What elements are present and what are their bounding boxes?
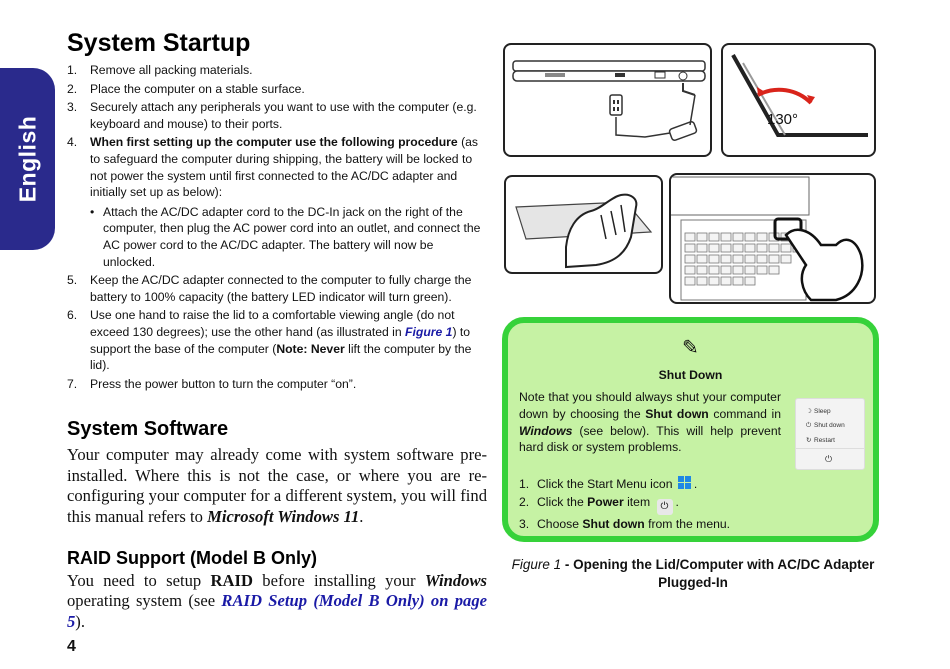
restart-icon: ↻ <box>806 437 812 444</box>
shutdown-option: ⏻Shut down <box>806 422 845 430</box>
shut-down-note: ✎ Shut Down Note that you should always … <box>502 317 879 542</box>
startup-step-2: 2. Place the computer on a stable surfac… <box>67 81 487 98</box>
step-text: Securely attach any peripherals you want… <box>90 100 477 131</box>
paragraph-text: operating system (see <box>67 591 222 611</box>
startup-step-6: 6. Use one hand to raise the lid to a co… <box>67 307 487 373</box>
shutdown-step-1: 1. Click the Start Menu icon . <box>519 475 869 493</box>
pen-icon: ✎ <box>682 337 699 359</box>
language-tab: English <box>0 68 55 250</box>
language-tab-label: English <box>14 115 40 203</box>
laptop-adapter-illustration <box>512 60 706 141</box>
windows-11-text: Microsoft Windows 11 <box>207 507 360 527</box>
step-text: . <box>693 477 698 491</box>
angle-label: 130° <box>767 111 799 128</box>
step-number: 1. <box>67 63 78 77</box>
step-number: 3. <box>67 100 78 115</box>
step-text: (as to safeguard the computer during shi… <box>90 135 479 200</box>
step-text: Choose <box>537 517 583 531</box>
step-text: from the menu. <box>644 517 731 531</box>
startup-step-3: 3. Securely attach any peripherals you w… <box>67 99 487 132</box>
startup-step-4: 4. When first setting up the computer us… <box>67 134 487 270</box>
step-text: Keep the AC/DC adapter connected to the … <box>90 273 472 304</box>
step-number: 4. <box>67 135 78 150</box>
step-number: 1. <box>519 477 530 491</box>
power-icon: ⏻ <box>806 422 812 429</box>
restart-option: ↻Restart <box>806 436 835 444</box>
paragraph-text: Your computer may already come with syst… <box>67 445 487 527</box>
step-text: Press the power button to turn the compu… <box>90 376 357 391</box>
power-menu-screenshot: ☽Sleep ⏻Shut down ↻Restart ⏻ <box>795 398 865 470</box>
hands-lifting-lid-illustration <box>515 193 653 269</box>
shutdown-steps: 1. Click the Start Menu icon . 2. Click … <box>519 475 869 533</box>
step-bold-text: Note: Never <box>276 341 345 356</box>
startup-steps: 1. Remove all packing materials. 2. Plac… <box>67 62 487 392</box>
windows-text: Windows <box>424 570 487 590</box>
laptop-side-adapter-image <box>503 43 712 157</box>
system-software-paragraph: Your computer may already come with syst… <box>67 445 487 527</box>
step-text: Click the Start Menu icon <box>537 477 676 491</box>
step-number: 2. <box>67 81 78 96</box>
step-number: 2. <box>519 495 530 509</box>
note-title: Shut Down <box>658 368 723 382</box>
step-text: Click the <box>537 495 588 509</box>
step-text: ) to support the base of the computer ( <box>90 324 471 356</box>
step-number: 7. <box>67 376 78 391</box>
note-text-part: Note that you should always shut your co… <box>519 390 781 421</box>
adapter-bullet: • Attach the AC/DC adapter cord to the D… <box>90 204 487 270</box>
note-text-part: (see below). This will help prevent hard… <box>519 423 781 455</box>
shutdown-step-3: 3. Choose Shut down from the menu. <box>519 515 869 533</box>
note-text-part: command in <box>708 406 781 421</box>
bullet-dot: • <box>90 204 95 219</box>
keyboard-power-illustration <box>671 176 864 302</box>
step-number: 3. <box>519 517 530 531</box>
figure-1-link[interactable]: Figure 1 <box>405 324 453 339</box>
system-software-heading: System Software <box>67 418 229 441</box>
raid-paragraph: You need to setup RAID before installing… <box>67 571 487 633</box>
windows-bold-italic: Windows <box>519 423 573 438</box>
step-number: 6. <box>67 308 78 323</box>
lid-angle-image: 130° <box>721 43 876 157</box>
step-text: Remove all packing materials. <box>90 63 253 77</box>
step-bold-text: When first setting up the computer use t… <box>90 135 458 150</box>
figure-caption: Figure 1 - Opening the Lid/Computer with… <box>505 556 881 591</box>
caption-text: - Opening the Lid/Computer with AC/DC Ad… <box>561 557 875 590</box>
raid-heading: RAID Support (Model B Only) <box>67 547 317 568</box>
paragraph-text: . <box>359 507 364 527</box>
power-button-image <box>669 173 876 304</box>
step-text: . <box>675 495 679 509</box>
power-bold: Power <box>587 495 624 509</box>
step-text: Place the computer on a stable surface. <box>90 81 305 96</box>
system-startup-heading: System Startup <box>67 29 251 57</box>
caption-figure-label: Figure 1 <box>511 557 562 572</box>
power-icon: ⏻ <box>825 454 833 464</box>
raid-bold-text: RAID <box>210 570 253 590</box>
paragraph-text: ). <box>75 611 85 631</box>
lid-angle-illustration <box>731 54 868 137</box>
paragraph-text: You need to setup <box>67 570 211 590</box>
startup-step-1: 1. Remove all packing materials. <box>67 62 487 79</box>
restart-label: Restart <box>814 437 835 444</box>
left-column: System Startup 1. Remove all packing mat… <box>67 28 487 632</box>
shutdown-label: Shut down <box>814 422 845 429</box>
step-text: item <box>623 495 654 509</box>
moon-icon: ☽ <box>806 408 812 415</box>
sleep-option: ☽Sleep <box>806 407 831 415</box>
note-text: Note that you should always shut your co… <box>519 389 781 456</box>
shutdown-step-2: 2. Click the Power item ⏻. <box>519 493 869 515</box>
step-text: Use one hand to raise the lid to a comfo… <box>90 308 455 339</box>
startup-step-5: 5. Keep the AC/DC adapter connected to t… <box>67 272 487 305</box>
paragraph-text: before installing your <box>252 570 425 590</box>
page-number: 4 <box>67 638 76 655</box>
shut-down-bold: Shut down <box>582 517 645 531</box>
shut-down-bold: Shut down <box>645 406 709 421</box>
raid-setup-link[interactable]: RAID Setup (Model B Only) on page 5 <box>67 591 488 631</box>
step-number: 5. <box>67 273 78 288</box>
startup-step-7: 7. Press the power button to turn the co… <box>67 376 487 393</box>
sleep-label: Sleep <box>814 408 831 415</box>
power-icon: ⏻ <box>656 499 673 515</box>
windows-start-icon <box>677 476 692 490</box>
step-text: lift the computer by the lid). <box>90 341 472 373</box>
open-lid-hands-image <box>504 175 663 274</box>
bullet-text: Attach the AC/DC adapter cord to the DC-… <box>103 204 481 269</box>
